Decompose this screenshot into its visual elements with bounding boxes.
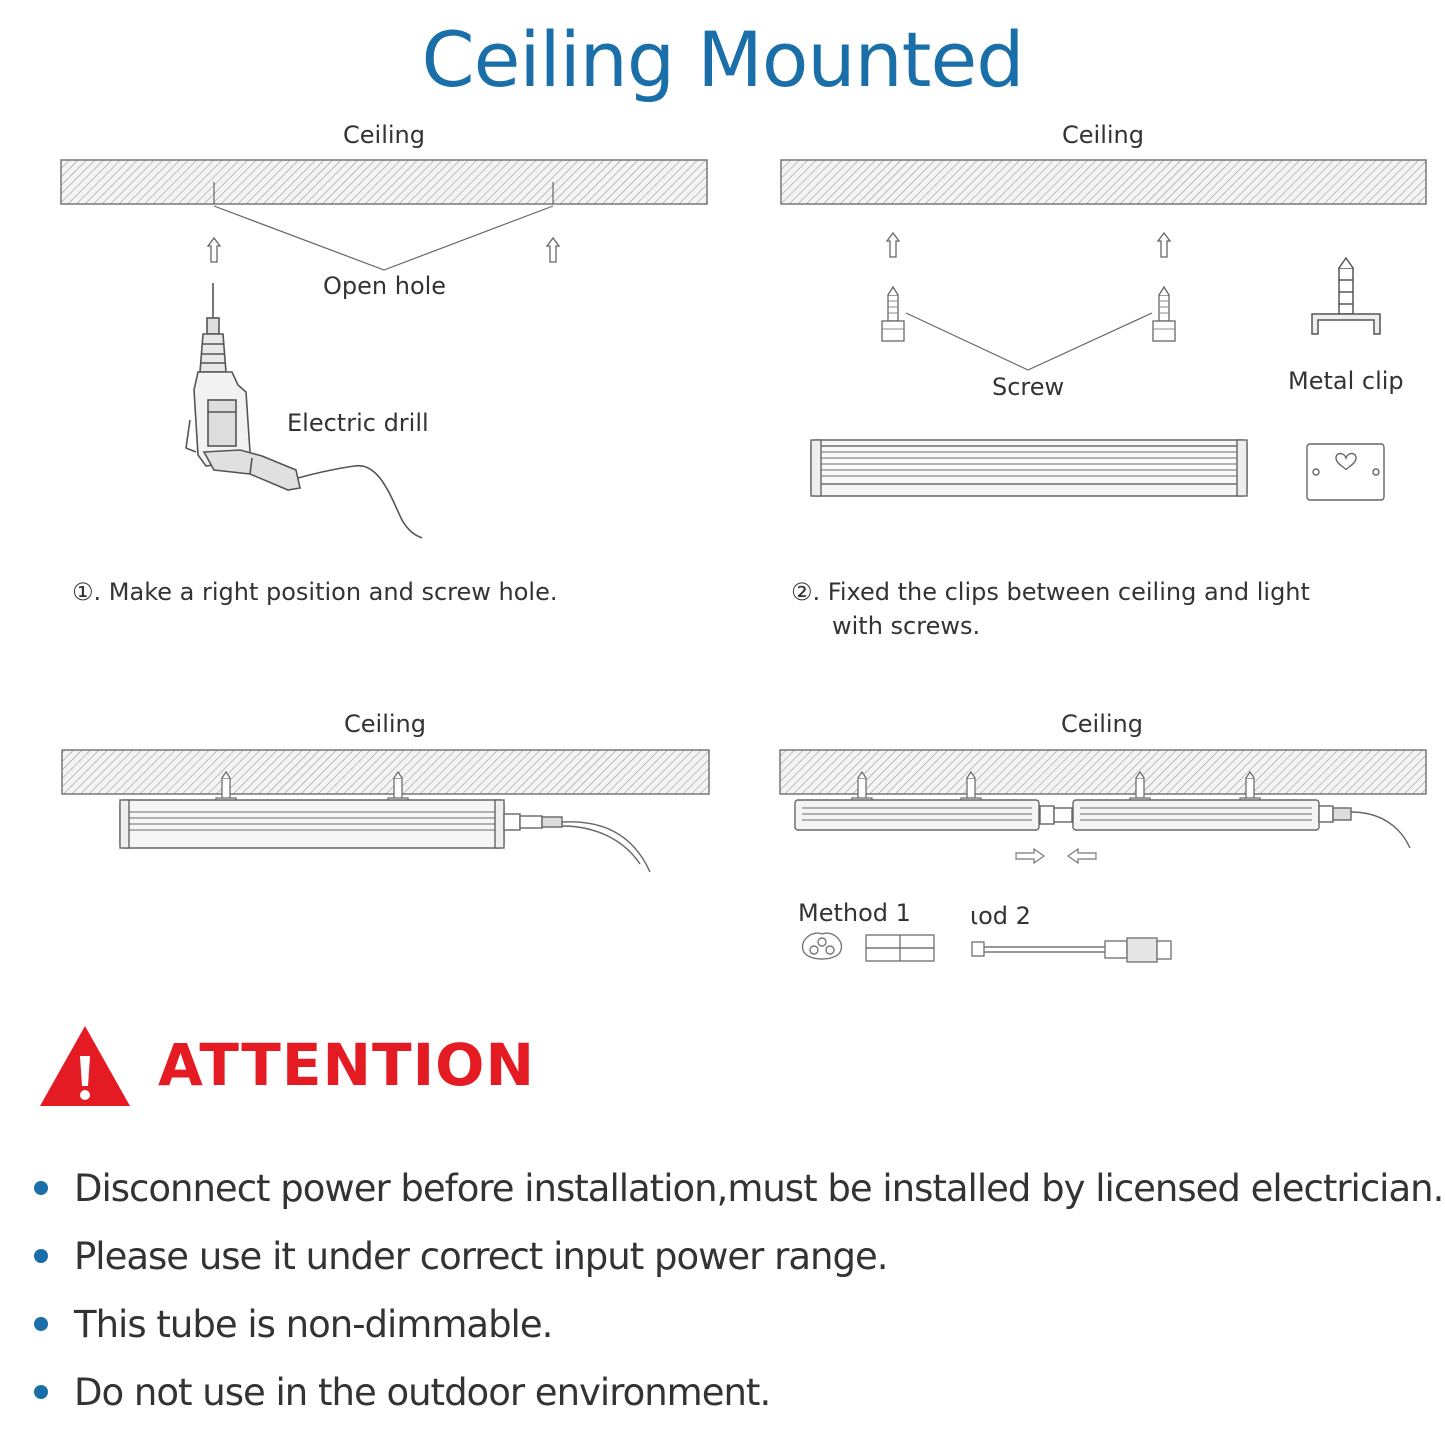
ceiling-label: Ceiling <box>343 121 425 149</box>
installation-diagram <box>60 159 1427 963</box>
open-hole-markers <box>213 182 554 271</box>
ceiling-slab-2 <box>780 159 1427 205</box>
method2-cable-icon <box>971 937 1172 963</box>
page-title: Ceiling Mounted <box>421 15 1025 104</box>
ceiling-slab-1 <box>60 159 708 205</box>
bullet-icon <box>34 1181 48 1195</box>
list-item: Disconnect power before installation,mus… <box>34 1160 1445 1216</box>
metal-clip-label: Metal clip <box>1288 367 1404 395</box>
electric-drill-label: Electric drill <box>287 409 429 437</box>
method2-label: ιod 2 <box>970 902 1031 930</box>
step2-caption-line2: with screws. <box>832 612 981 640</box>
bullet-icon <box>34 1249 48 1263</box>
ceiling-label: Ceiling <box>344 710 426 738</box>
metal-clip-side-icon <box>1311 256 1381 335</box>
method1-connector-icon <box>801 932 935 962</box>
bullet-text: Do not use in the outdoor environment. <box>74 1370 771 1414</box>
push-arrows-icon <box>1015 847 1097 865</box>
bullet-text: Please use it under correct input power … <box>74 1234 888 1278</box>
up-arrow-icon <box>886 232 900 258</box>
step1-caption: ①. Make a right position and screw hole. <box>72 578 558 606</box>
ceiling-label: Ceiling <box>1061 710 1143 738</box>
led-tube-light <box>810 439 1248 497</box>
method1-label: Method 1 <box>798 899 911 927</box>
screw-icon <box>1152 286 1176 342</box>
bullet-icon <box>34 1385 48 1399</box>
list-item: Do not use in the outdoor environment. <box>34 1364 1445 1420</box>
ceiling-slab-4 <box>779 749 1427 795</box>
bullet-text: This tube is non-dimmable. <box>74 1302 553 1346</box>
screw-icon <box>881 286 905 342</box>
up-arrow-icon <box>1157 232 1171 258</box>
list-item: Please use it under correct input power … <box>34 1228 1445 1284</box>
mounted-tube-light <box>119 799 651 873</box>
screw-label: Screw <box>992 373 1065 401</box>
linked-tube-lights <box>794 799 1411 849</box>
step2-caption-line1: ②. Fixed the clips between ceiling and l… <box>791 578 1310 606</box>
screw-pointer-lines <box>905 312 1153 371</box>
metal-clip-top-icon <box>1306 443 1385 501</box>
list-item: This tube is non-dimmable. <box>34 1296 1445 1352</box>
bullet-text: Disconnect power before installation,mus… <box>74 1166 1444 1210</box>
ceiling-label: Ceiling <box>1062 121 1144 149</box>
up-arrow-icon <box>207 237 221 263</box>
warning-triangle-icon <box>40 1026 130 1106</box>
attention-heading: ATTENTION <box>158 1031 535 1099</box>
electric-drill-icon <box>185 283 423 539</box>
open-hole-label: Open hole <box>323 272 447 300</box>
bullet-icon <box>34 1317 48 1331</box>
up-arrow-icon <box>546 237 560 263</box>
ceiling-slab-3 <box>61 749 710 795</box>
